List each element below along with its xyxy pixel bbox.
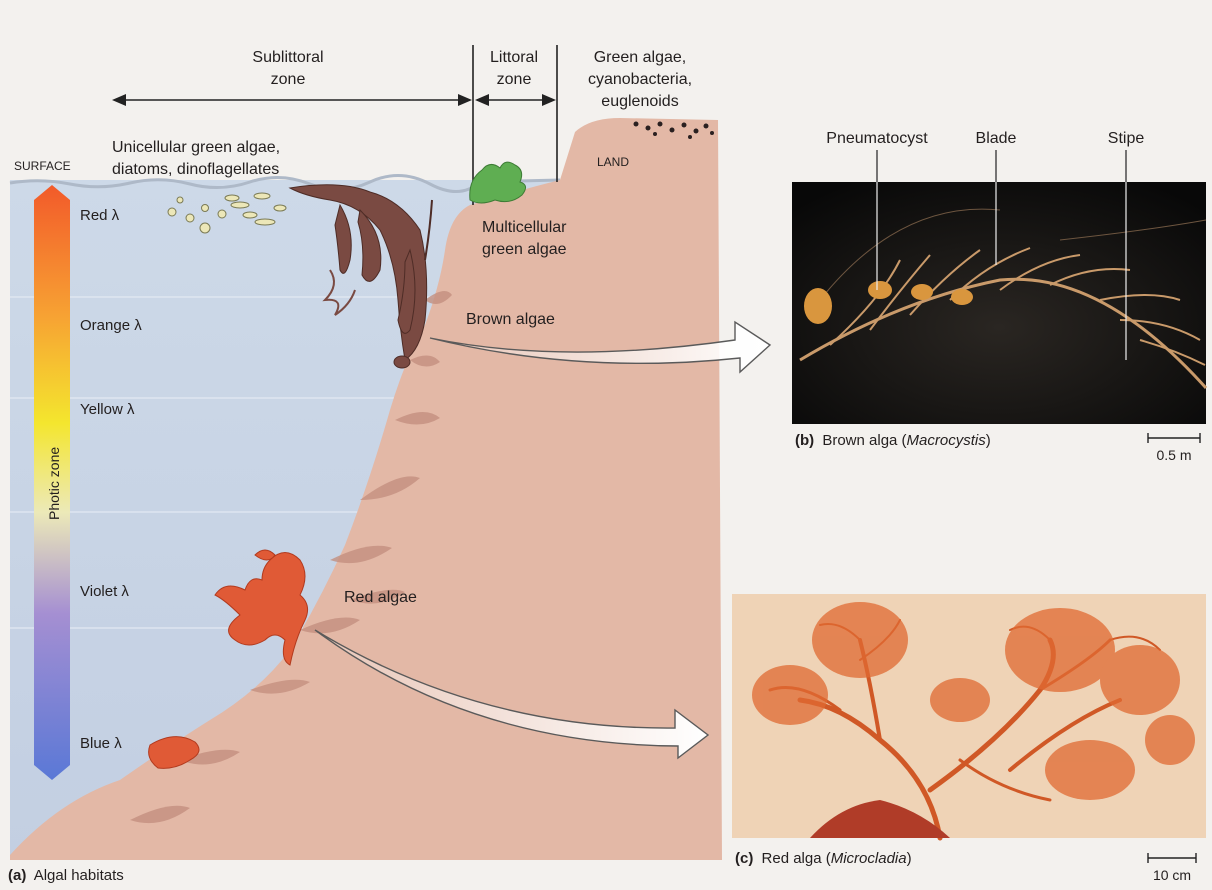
panel-b-caption: (b) Brown alga (Macrocystis)	[795, 432, 991, 449]
shore-algae-label-line3: euglenoids	[601, 93, 678, 110]
unicellular-label-line2: diatoms, dinoflagellates	[112, 161, 279, 178]
scale-bar-c	[1148, 853, 1196, 863]
panel-a-algal-habitats: Sublittoral zone Littoral zone Green alg…	[8, 45, 770, 884]
panel-b-caption-text: Brown alga (	[822, 432, 906, 449]
panel-a-caption-letter: (a)	[8, 867, 26, 884]
littoral-zone-label-line2: zone	[497, 71, 532, 88]
panel-c-caption-close: )	[907, 850, 912, 867]
multicellular-label-line1: Multicellular	[482, 219, 567, 236]
shore-algae-label-line1: Green algae,	[594, 49, 687, 66]
panel-a-caption-text: Algal habitats	[34, 867, 124, 884]
panel-b-caption-close: )	[986, 432, 991, 449]
wavelength-violet: Violet λ	[80, 583, 129, 600]
littoral-zone-label-line1: Littoral	[490, 49, 538, 66]
panel-c-red-alga-photo: (c) Red alga (Microcladia) 10 cm	[732, 594, 1206, 883]
shore-algae-label-line2: cyanobacteria,	[588, 71, 692, 88]
wavelength-orange: Orange λ	[80, 317, 142, 334]
wavelength-yellow: Yellow λ	[80, 401, 135, 418]
unicellular-label-line1: Unicellular green algae,	[112, 139, 280, 156]
panel-b-caption-italic: Macrocystis	[907, 432, 987, 449]
scale-bar-c-label: 10 cm	[1153, 867, 1191, 883]
sublittoral-zone-label-line1: Sublittoral	[252, 49, 323, 66]
red-algae-label: Red algae	[344, 589, 417, 606]
panel-a-caption: (a) Algal habitats	[8, 867, 124, 884]
scale-bar-b-label: 0.5 m	[1156, 447, 1191, 463]
panel-c-caption-italic: Microcladia	[831, 850, 907, 867]
panel-c-caption-letter: (c)	[735, 850, 753, 867]
multicellular-label-line2: green algae	[482, 241, 567, 258]
pneumatocyst-label: Pneumatocyst	[826, 130, 928, 147]
photic-zone-label: Photic zone	[46, 447, 62, 520]
photo-b-pointers-outside	[877, 150, 1126, 182]
wavelength-red: Red λ	[80, 207, 120, 224]
wavelength-blue: Blue λ	[80, 735, 122, 752]
multicellular-green-alga	[470, 162, 526, 203]
stipe-label: Stipe	[1108, 130, 1145, 147]
panel-b-brown-alga-photo: Pneumatocyst Blade Stipe (b) Brown alga …	[792, 130, 1206, 463]
surface-label: SURFACE	[14, 159, 71, 173]
scale-bar-b	[1148, 433, 1200, 443]
brown-algae-label: Brown algae	[466, 311, 555, 328]
panel-c-caption: (c) Red alga (Microcladia)	[735, 850, 912, 867]
panel-c-caption-text: Red alga (	[762, 850, 831, 867]
photo-b-frame	[792, 182, 1206, 424]
sublittoral-zone-label-line2: zone	[271, 71, 306, 88]
land-label: LAND	[597, 155, 629, 169]
panel-b-caption-letter: (b)	[795, 432, 814, 449]
blade-label: Blade	[976, 130, 1017, 147]
